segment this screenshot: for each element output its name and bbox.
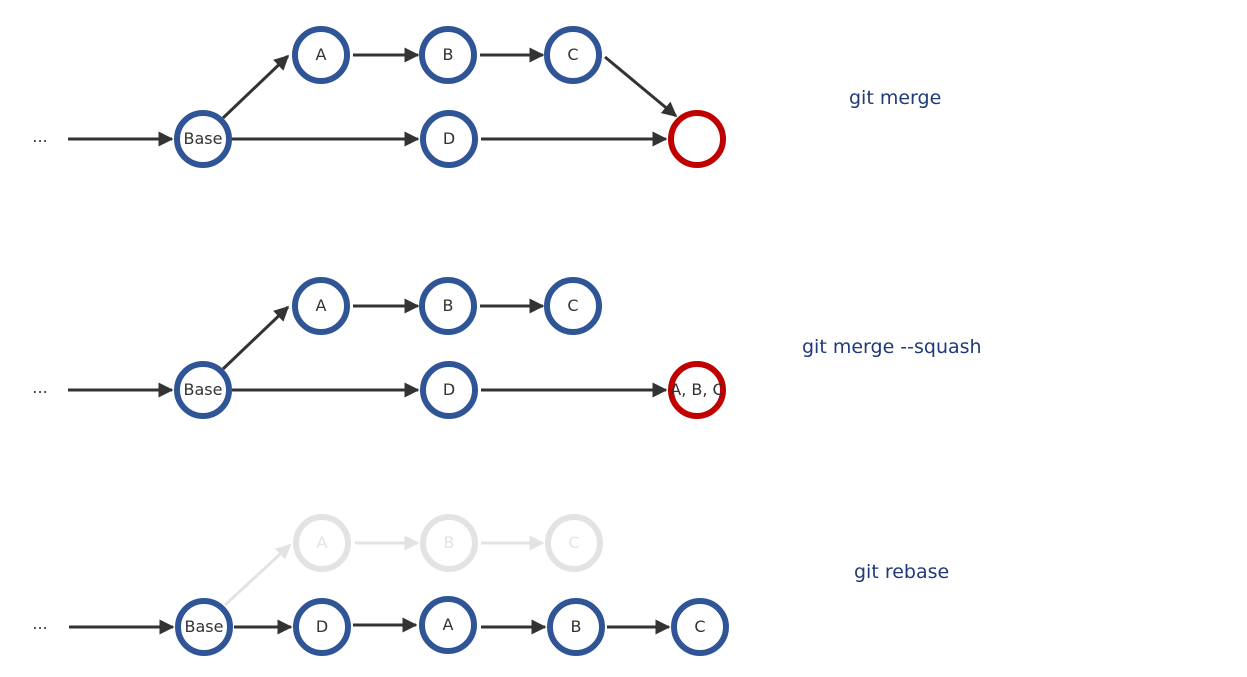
rebase-ghost-commit-a [293,514,351,572]
merge-commit-result [668,110,726,168]
merge-commit-base-label: Base [184,129,223,148]
squash-commit-base-label: Base [184,380,223,399]
merge-section: ... Base A B C D [32,26,726,168]
merge-commit-c [544,26,602,84]
squash-commit-c [544,277,602,335]
squash-arrow-base-to-a [221,305,290,371]
rebase-ghost-commit-c [545,514,603,572]
merge-arrow-c-to-result [604,55,678,118]
rebase-ghost-commit-b [420,514,478,572]
squash-commit-b [419,277,477,335]
squash-title: git merge --squash [802,336,982,358]
rebase-title: git rebase [854,561,950,583]
rebase-ghost-commit-b-label: B [444,533,455,552]
squash-commit-result [668,361,726,419]
rebase-ghost-arrow-base-to-a [223,543,292,607]
merge-commit-b-label: B [443,45,454,64]
rebase-commit-a [419,596,477,654]
merge-commit-base [174,110,232,168]
merge-arrow-base-to-a [221,54,290,120]
merge-commit-b [419,26,477,84]
rebase-commit-c [671,598,729,656]
squash-ellipsis: ... [32,378,47,397]
merge-commit-a [292,26,350,84]
squash-commit-a-label: A [316,296,327,315]
squash-commit-d [420,361,478,419]
rebase-commit-base [175,598,233,656]
rebase-ellipsis: ... [32,614,47,633]
rebase-ghost-commit-c-label: C [568,533,579,552]
rebase-commit-d-label: D [316,617,328,636]
squash-section: ... Base A B C D A, B, C [32,277,726,419]
merge-title: git merge [849,87,942,109]
merge-commit-c-label: C [567,45,578,64]
rebase-commit-c-label: C [694,617,705,636]
squash-commit-c-label: C [567,296,578,315]
squash-commit-d-label: D [443,380,455,399]
merge-commit-d [420,110,478,168]
squash-commit-b-label: B [443,296,454,315]
rebase-ghost-commit-a-label: A [317,533,328,552]
squash-commit-a [292,277,350,335]
rebase-section: ... A B C Base D A B C [32,514,729,656]
merge-ellipsis: ... [32,127,47,146]
merge-commit-a-label: A [316,45,327,64]
rebase-commit-a-label: A [443,615,454,634]
squash-commit-base [174,361,232,419]
rebase-commit-d [293,598,351,656]
rebase-commit-b [547,598,605,656]
rebase-commit-base-label: Base [185,617,224,636]
rebase-commit-b-label: B [571,617,582,636]
squash-commit-result-label: A, B, C [670,380,723,399]
merge-commit-d-label: D [443,129,455,148]
